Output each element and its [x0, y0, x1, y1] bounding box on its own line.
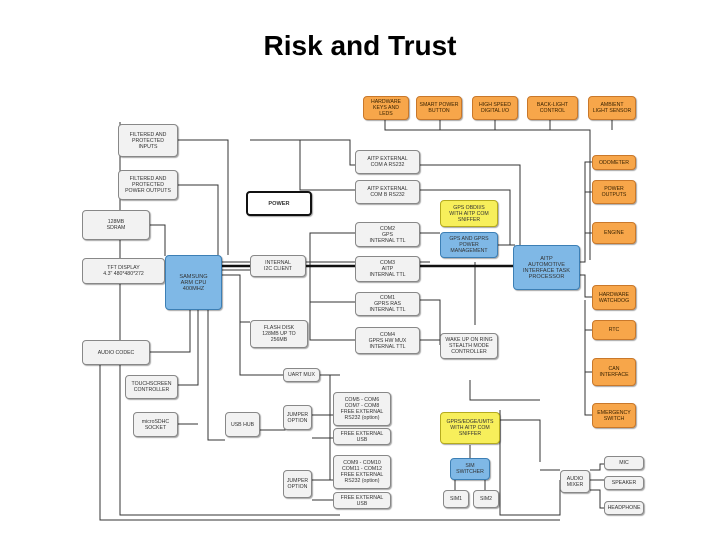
power-box: POWER — [246, 191, 312, 216]
com5-com8-box: COM5 - COM6 COM7 - COM8 FREE EXTERNAL RS… — [333, 392, 391, 426]
gps-power-management-box: GPS AND GPRS POWER MANAGEMENT — [440, 232, 498, 258]
power-outputs-box: POWER OUTPUTS — [592, 180, 636, 204]
aitp-processor-box: AITP AUTOMOTIVE INTERFACE TASK PROCESSOR — [513, 245, 580, 290]
flash-disk-box: FLASH DISK 128MB UP TO 256MB — [250, 320, 308, 348]
com4-gprs-mux-box: COM4 GPRS HW MUX INTERNAL TTL — [355, 327, 420, 354]
engine-box: ENGINE — [592, 222, 636, 244]
wake-up-controller-box: WAKE UP ON RING STEALTH MODE CONTROLLER — [440, 333, 498, 359]
jumper-option-1-box: JUMPER OPTION — [283, 405, 312, 430]
rtc-box: RTC — [592, 320, 636, 340]
uart-mux-box: UART MUX — [283, 368, 320, 382]
samsung-cpu-box: SAMSUNG ARM CPU 400MHZ — [165, 255, 222, 310]
aitp-com-a-box: AITP EXTERNAL COM A RS232 — [355, 150, 420, 174]
ambient-light-sensor-box: AMBIENT LIGHT SENSOR — [588, 96, 636, 120]
speaker-box: SPEAKER — [604, 476, 644, 490]
sim1-box: SIM1 — [443, 490, 469, 508]
aitp-com-b-box: AITP EXTERNAL COM B RS232 — [355, 180, 420, 204]
com9-com12-box: COM9 - COM10 COM11 - COM12 FREE EXTERNAL… — [333, 455, 391, 489]
filtered-inputs-box: FILTERED AND PROTECTED INPUTS — [118, 124, 178, 157]
odometer-box: ODOMETER — [592, 155, 636, 170]
hardware-keys-box: HARDWARE KEYS AND LEDS — [363, 96, 409, 120]
emergency-switch-box: EMERGENCY SWITCH — [592, 403, 636, 428]
smart-power-button-box: SMART POWER BUTTON — [416, 96, 462, 120]
tft-display-box: TFT DISPLAY 4.3" 480*480*272 — [82, 258, 165, 284]
filtered-outputs-box: FILTERED AND PROTECTED POWER OUTPUTS — [118, 170, 178, 200]
hardware-watchdog-box: HARDWARE WATCHDOG — [592, 285, 636, 310]
microsd-socket-box: microSDHC SOCKET — [133, 412, 178, 437]
sdram-box: 128MB SDRAM — [82, 210, 150, 240]
gps-obdii-box: GPS OBDII/S WITH AITP COM SNIFFER — [440, 200, 498, 227]
free-usb-2-box: FREE EXTERNAL USB — [333, 492, 391, 509]
internal-i2c-box: INTERNAL I2C CLIENT — [250, 255, 306, 277]
usb-hub-box: USB HUB — [225, 412, 260, 437]
com1-gprs-box: COM1 GPRS RAS INTERNAL TTL — [355, 292, 420, 316]
can-interface-box: CAN INTERFACE — [592, 358, 636, 386]
com2-gps-box: COM2 GPS INTERNAL TTL — [355, 222, 420, 247]
page-title: Risk and Trust — [263, 30, 457, 61]
com3-aitp-box: COM3 AITP INTERNAL TTL — [355, 256, 420, 282]
headphone-box: HEADPHONE — [604, 501, 644, 515]
jumper-option-2-box: JUMPER OPTION — [283, 470, 312, 498]
audio-mixer-box: AUDIO MIXER — [560, 470, 590, 493]
high-speed-digital-box: HIGH SPEED DIGITAL I/O — [472, 96, 518, 120]
sim2-box: SIM2 — [473, 490, 499, 508]
touchscreen-controller-box: TOUCHSCREEN CONTROLLER — [125, 375, 178, 399]
sim-switcher-box: SIM SWITCHER — [450, 458, 490, 480]
mic-box: MIC — [604, 456, 644, 470]
audio-codec-box: AUDIO CODEC — [82, 340, 150, 365]
backlight-control-box: BACK-LIGHT CONTROL — [527, 96, 578, 120]
free-usb-1-box: FREE EXTERNAL USB — [333, 428, 391, 445]
gprs-edge-umts-box: GPRS/EDGE/UMTS WITH AITP COM SNIFFER — [440, 412, 500, 444]
